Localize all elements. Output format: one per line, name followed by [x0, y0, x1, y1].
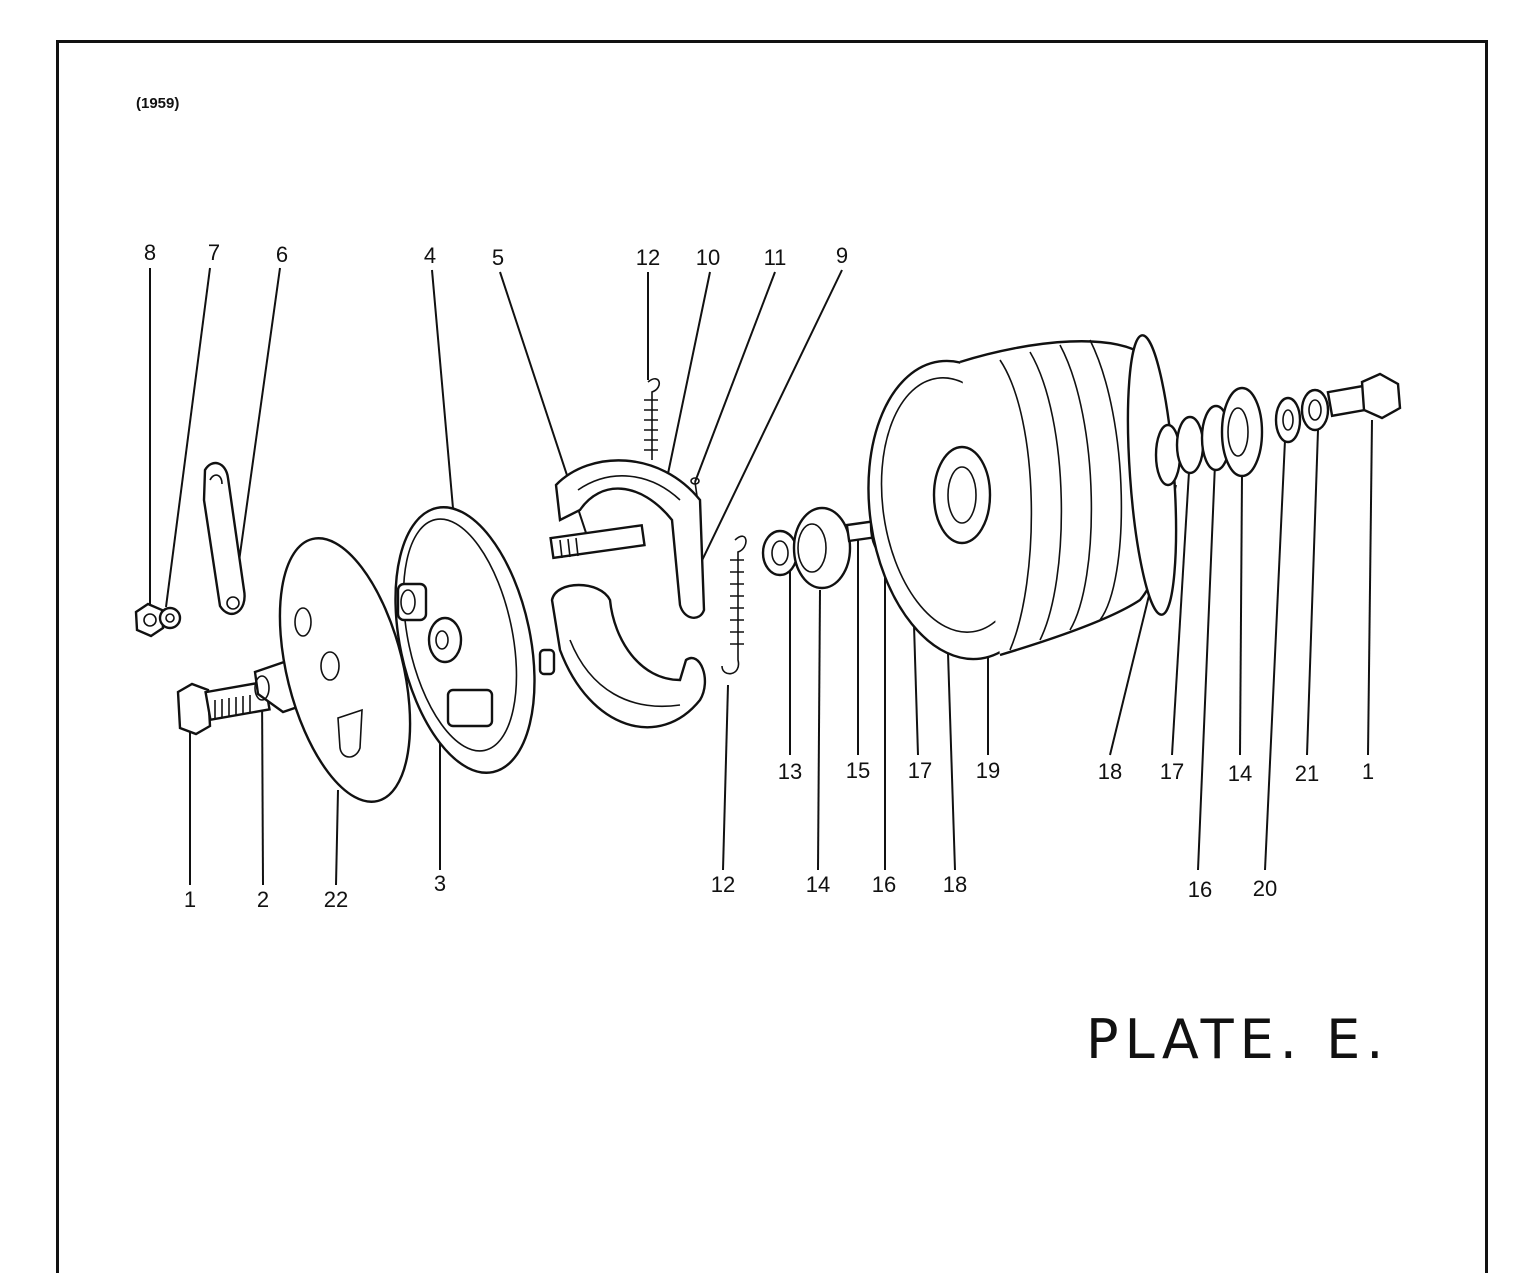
callout-13: 13: [777, 759, 803, 784]
callout-6: 6: [275, 242, 289, 267]
callout-17-right: 17: [1159, 759, 1185, 784]
callout-5: 5: [491, 245, 505, 270]
callout-14-left: 14: [805, 872, 831, 897]
callout-4: 4: [423, 243, 437, 268]
brake-cam-spindle: [549, 523, 646, 560]
callout-7: 7: [207, 240, 221, 265]
callout-11: 11: [763, 245, 787, 270]
dust-cap-left: [792, 506, 852, 590]
locknut-right: [1300, 388, 1330, 432]
callout-18-left: 18: [942, 872, 968, 897]
brake-spring-upper: [644, 377, 660, 460]
axle-bolt-left: [176, 680, 271, 736]
callout-21: 21: [1294, 761, 1320, 786]
hub-shell: [867, 334, 1178, 661]
callout-14-right: 14: [1227, 761, 1253, 786]
callout-2: 2: [256, 887, 270, 912]
callout-19: 19: [975, 758, 1001, 783]
callout-16-left: 16: [871, 872, 897, 897]
callout-1-right: 1: [1361, 759, 1375, 784]
washer-right: [1274, 396, 1302, 444]
brake-lever-part: [202, 461, 246, 615]
brake-shoe-lower: [550, 583, 707, 729]
brake-shoe-upper: [554, 459, 706, 619]
callout-3: 3: [433, 871, 447, 896]
split-pin-part: [690, 477, 700, 497]
callout-17-left: 17: [907, 758, 933, 783]
washer-part: [158, 606, 182, 630]
page-frame: [56, 40, 1488, 1273]
plate-title: PLATE. E.: [1086, 1008, 1390, 1071]
nut-part: [134, 602, 165, 638]
callout-12-top: 12: [635, 245, 661, 270]
axle-bolt-right: [1326, 372, 1402, 420]
callout-9: 9: [835, 243, 849, 268]
brake-spring-lower: [721, 535, 747, 675]
callout-15: 15: [845, 758, 871, 783]
callout-18-right: 18: [1097, 759, 1123, 784]
callout-10: 10: [695, 245, 721, 270]
callout-12-bottom: 12: [710, 872, 736, 897]
callout-20: 20: [1252, 876, 1278, 901]
bearing-set-right: [1154, 386, 1264, 487]
callout-1-left: 1: [183, 887, 197, 912]
callout-16-right: 16: [1187, 877, 1213, 902]
callout-8: 8: [143, 240, 157, 265]
brake-backplate: [394, 506, 556, 774]
distance-bush-part: [761, 529, 799, 577]
callout-22: 22: [323, 887, 349, 912]
year-label: (1959): [136, 95, 180, 112]
